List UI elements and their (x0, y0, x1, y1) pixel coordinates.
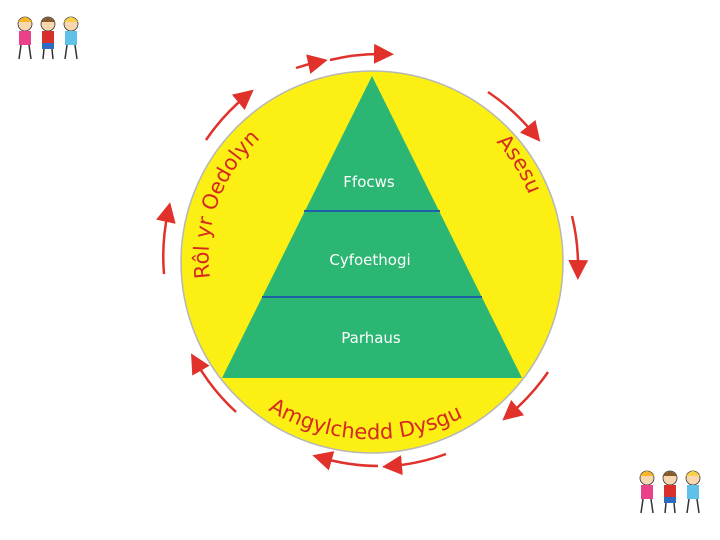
children-clipart-bottom-right (639, 470, 701, 514)
tier-label-focus: Ffocws (343, 173, 395, 191)
child-figure-1 (639, 470, 655, 514)
cycle-arrow-left (156, 202, 176, 275)
cycle-arrows (156, 43, 589, 476)
cycle-arrow-lower-left (191, 353, 237, 413)
child-figure-3 (685, 470, 701, 514)
child-figure-1 (17, 16, 33, 60)
cycle-arrow-upper-left (204, 89, 254, 141)
children-clipart-top-left (17, 16, 79, 60)
cycle-arrow-lower-right (502, 371, 550, 421)
tier-label-continuous: Parhaus (341, 329, 401, 347)
cycle-arrow-bottom-right (382, 452, 447, 476)
cycle-arrow-top-right (487, 90, 541, 142)
child-figure-2 (40, 16, 56, 60)
tier-label-enrich: Cyfoethogi (329, 251, 410, 269)
cycle-arrow-bottom-left (312, 451, 379, 471)
cycle-arrow-top-left (295, 54, 328, 74)
child-figure-3 (63, 16, 79, 60)
child-figure-2 (662, 470, 678, 514)
cycle-arrow-right (568, 215, 589, 280)
cycle-arrow-top (329, 43, 394, 64)
pyramid-triangle (222, 76, 522, 378)
